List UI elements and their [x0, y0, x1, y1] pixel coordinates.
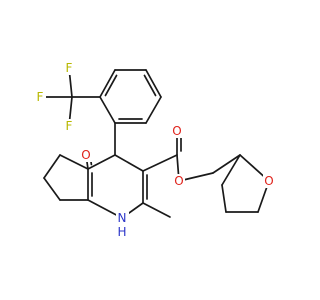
bond-a6-a1: [99, 96, 116, 124]
atom-f2: F: [34, 90, 46, 104]
bond-layer: [39, 67, 270, 219]
bond-a3-a4: [145, 69, 162, 98]
atom-nh: N H: [116, 211, 129, 239]
nitrogen-label: N: [118, 211, 127, 225]
molecule-structure-diagram: F F F O O O O N H: [34, 61, 275, 239]
bond-a1-a2: [99, 69, 116, 98]
bond-c2-me: [142, 202, 171, 218]
atom-carbonyl-oxygen: O: [171, 124, 183, 138]
bond-c3-ce: [142, 154, 178, 172]
ester-oxygen-label: O: [174, 174, 183, 188]
bond-t1-t5: [221, 154, 241, 186]
bond-c7-c8: [43, 177, 61, 201]
nitrogen-hydrogen-label: H: [117, 225, 126, 239]
carbonyl-oxygen-label: O: [172, 124, 181, 138]
fluorine-label-3: F: [66, 119, 73, 133]
ketone-oxygen-label: O: [81, 148, 90, 162]
bond-c4a-c6: [59, 154, 89, 170]
atom-ketone-oxygen: O: [80, 148, 92, 162]
double-bond-a1-a2: [104, 74, 118, 97]
double-bond-a3-a4: [143, 74, 157, 97]
bond-a4-a5: [145, 96, 162, 124]
fluorine-label-1: F: [66, 61, 73, 75]
atom-ring-oxygen: O: [263, 174, 275, 188]
fluorine-label-2: F: [37, 90, 44, 104]
bond-c4-c3: [114, 154, 144, 172]
bond-c6-c7: [43, 154, 61, 179]
bond-c4a-c4: [87, 154, 116, 170]
bond-t5-t4: [221, 184, 227, 213]
atom-ester-oxygen: O: [173, 174, 185, 188]
bond-ch2-t1: [212, 154, 241, 174]
atom-f1: F: [63, 61, 75, 75]
atom-f3: F: [63, 119, 75, 133]
ring-oxygen-label: O: [264, 174, 273, 188]
